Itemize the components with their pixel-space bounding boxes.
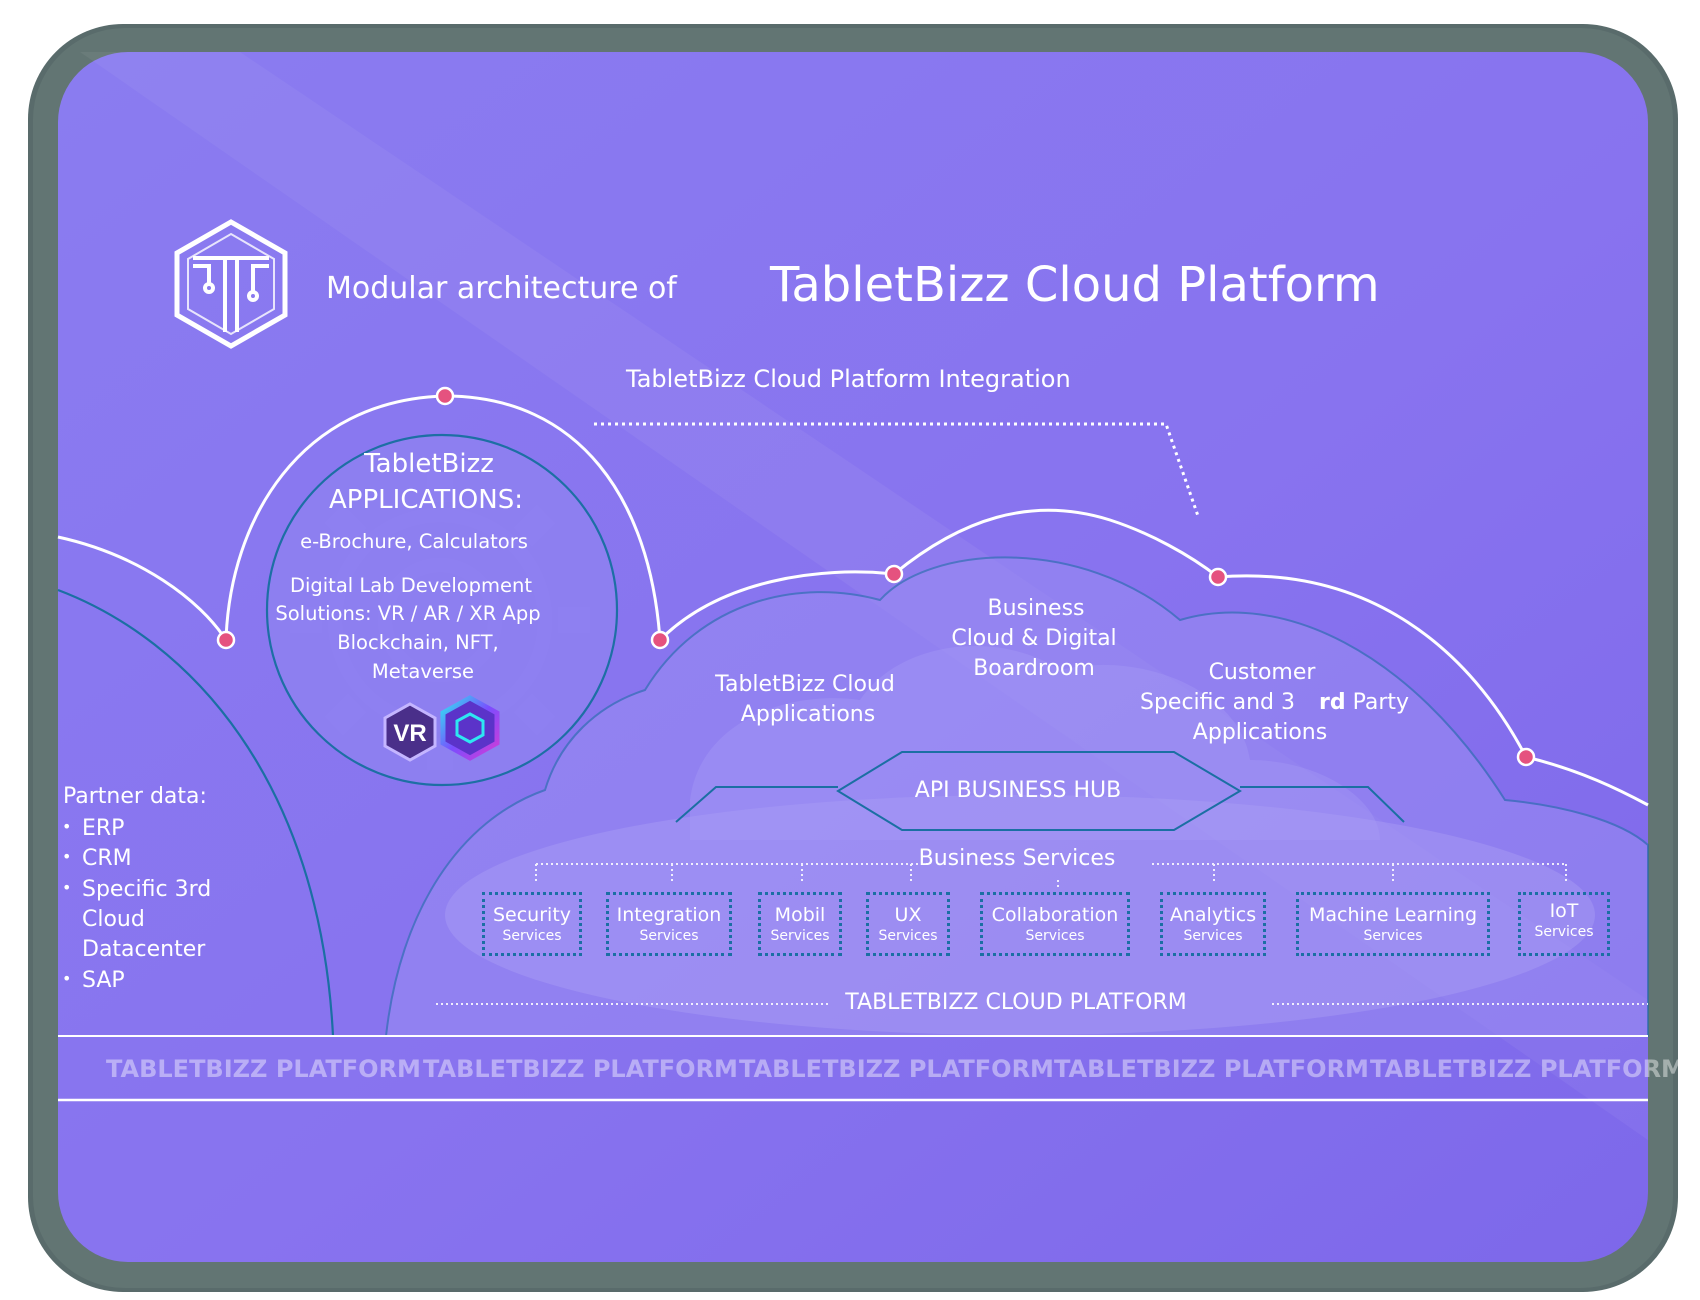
customer-apps-line2: Specific and 3 rd Party	[1140, 690, 1409, 715]
partner-item-label: CRM	[82, 846, 132, 872]
applications-line3: Solutions: VR / AR / XR App	[275, 602, 541, 625]
partner-item-label: ERP	[82, 816, 125, 841]
left-cloud-outline	[57, 588, 335, 1037]
integration-services-box: Integration Services	[606, 892, 732, 956]
partner-item-erp: ERP	[62, 814, 211, 844]
applications-title-line2: APPLICATIONS:	[329, 485, 523, 515]
business-services-connector	[535, 863, 1567, 888]
customer-apps-line3: Applications	[1192, 720, 1328, 745]
cloud-applications-line1: TabletBizz Cloud	[715, 672, 895, 697]
customer-apps-line2-part3: Party	[1345, 690, 1410, 715]
service-name: Machine Learning	[1308, 904, 1478, 926]
business-cloud-line3: Boardroom	[973, 656, 1095, 681]
api-hub-shape	[675, 751, 1405, 831]
service-sub: Services	[639, 928, 699, 944]
partner-item-crm: CRM	[62, 844, 211, 874]
partner-item-label: SAP	[82, 967, 125, 993]
tabletbizz-hexagon-logo-icon	[174, 219, 288, 349]
cloud-applications-line2: Applications	[740, 702, 876, 727]
footer-platform-1: TABLETBIZZ PLATFORM	[106, 1055, 421, 1083]
applications-title-line1: TabletBizz	[364, 449, 494, 479]
header-subtitle: Modular architecture of	[326, 271, 677, 306]
partner-data-title: Partner data:	[63, 784, 207, 809]
customer-apps-line1: Customer	[1208, 660, 1316, 685]
service-name: IoT	[1549, 900, 1579, 922]
business-cloud-line2: Cloud & Digital	[951, 626, 1117, 651]
integration-connector	[594, 422, 1200, 517]
ux-services-box: UX Services	[866, 892, 950, 956]
customer-apps-line2-ordinal: rd	[1319, 690, 1346, 715]
platform-cloud	[384, 556, 1649, 1037]
business-cloud-line1: Business	[987, 596, 1085, 621]
integration-label: TabletBizz Cloud Platform Integration	[626, 365, 1071, 393]
connector-dots	[216, 386, 1536, 767]
business-services-label: Business Services	[918, 846, 1116, 871]
partner-item-sap: SAP	[62, 966, 211, 996]
analytics-services-box: Analytics Services	[1160, 892, 1266, 956]
service-sub: Services	[1183, 928, 1243, 944]
applications-line4: Blockchain, NFT,	[337, 631, 499, 654]
footer-platform-4: TABLETBIZZ PLATFORM	[1054, 1055, 1369, 1083]
service-sub: Services	[1025, 928, 1085, 944]
svg-text:VR: VR	[393, 720, 426, 747]
machine-learning-services-box: Machine Learning Services	[1296, 892, 1490, 956]
applications-circle	[265, 433, 619, 787]
service-name: Collaboration	[991, 904, 1119, 926]
applications-line2: Digital Lab Development	[289, 574, 533, 597]
service-sub: Services	[1363, 928, 1423, 944]
footer-platform-5: TABLETBIZZ PLATFORM	[1370, 1055, 1685, 1083]
service-sub: Services	[770, 928, 830, 944]
service-name: Analytics	[1169, 904, 1257, 926]
partner-item-label: Specific 3rd	[82, 876, 212, 902]
hex-cube-icon	[440, 695, 500, 761]
mobil-services-box: Mobil Services	[758, 892, 842, 956]
service-name: Security	[492, 904, 572, 926]
page-title: TabletBizz Cloud Platform	[770, 257, 1380, 313]
vr-badge-icon: VR	[383, 702, 437, 762]
partner-item-line3: Datacenter	[82, 937, 206, 963]
service-name: Mobil	[774, 904, 826, 926]
footer-platform-3: TABLETBIZZ PLATFORM	[739, 1055, 1054, 1083]
security-services-box: Security Services	[482, 892, 582, 956]
service-name: UX	[894, 904, 922, 926]
service-name: Integration	[616, 904, 722, 926]
api-hub-label: API BUSINESS HUB	[914, 778, 1122, 803]
customer-apps-line2-part1: Specific and 3	[1140, 690, 1295, 715]
iot-services-box: IoT Services	[1518, 892, 1610, 956]
footer-platform-2: TABLETBIZZ PLATFORM	[423, 1055, 738, 1083]
cloud-platform-label: TABLETBIZZ CLOUD PLATFORM	[845, 990, 1187, 1015]
applications-line5: Metaverse	[371, 660, 475, 683]
service-sub: Services	[1534, 924, 1594, 940]
partner-item-line2: Cloud	[82, 907, 145, 933]
integration-arcs	[57, 394, 1649, 807]
collaboration-services-box: Collaboration Services	[980, 892, 1130, 956]
service-sub: Services	[502, 928, 562, 944]
service-sub: Services	[878, 928, 938, 944]
applications-line1: e-Brochure, Calculators	[300, 530, 528, 553]
